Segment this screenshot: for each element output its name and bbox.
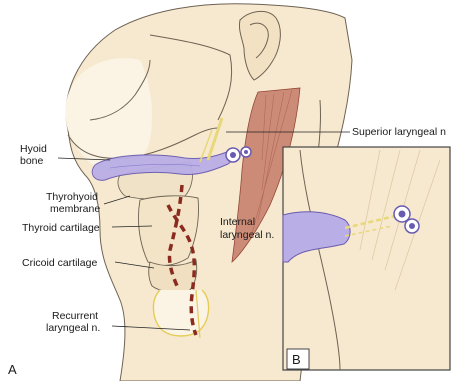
hyoid-bone-label: Hyoid — [20, 143, 47, 155]
thyrohyoid-membrane-label-2: membrane — [50, 203, 100, 215]
hyoid-bone-label-2: bone — [20, 155, 44, 167]
inset-panel-b: B — [283, 147, 450, 370]
thyroid-cartilage-label: Thyroid cartilage — [22, 222, 100, 234]
superior-laryngeal-label: Superior laryngeal n — [352, 126, 446, 138]
trachea-outline — [153, 290, 208, 336]
panel-a-label: A — [8, 362, 17, 377]
internal-laryngeal-label: Internal — [220, 216, 255, 228]
recurrent-laryngeal-label-2: laryngeal n. — [46, 322, 100, 334]
thyrohyoid-membrane-label: Thyrohyoid — [46, 191, 98, 203]
internal-laryngeal-label-2: laryngeal n. — [220, 229, 274, 241]
cricoid-cartilage-label: Cricoid cartilage — [22, 257, 97, 269]
inset-frame — [283, 147, 450, 370]
recurrent-laryngeal-label: Recurrent — [52, 310, 98, 322]
panel-b-label: B — [292, 352, 301, 367]
